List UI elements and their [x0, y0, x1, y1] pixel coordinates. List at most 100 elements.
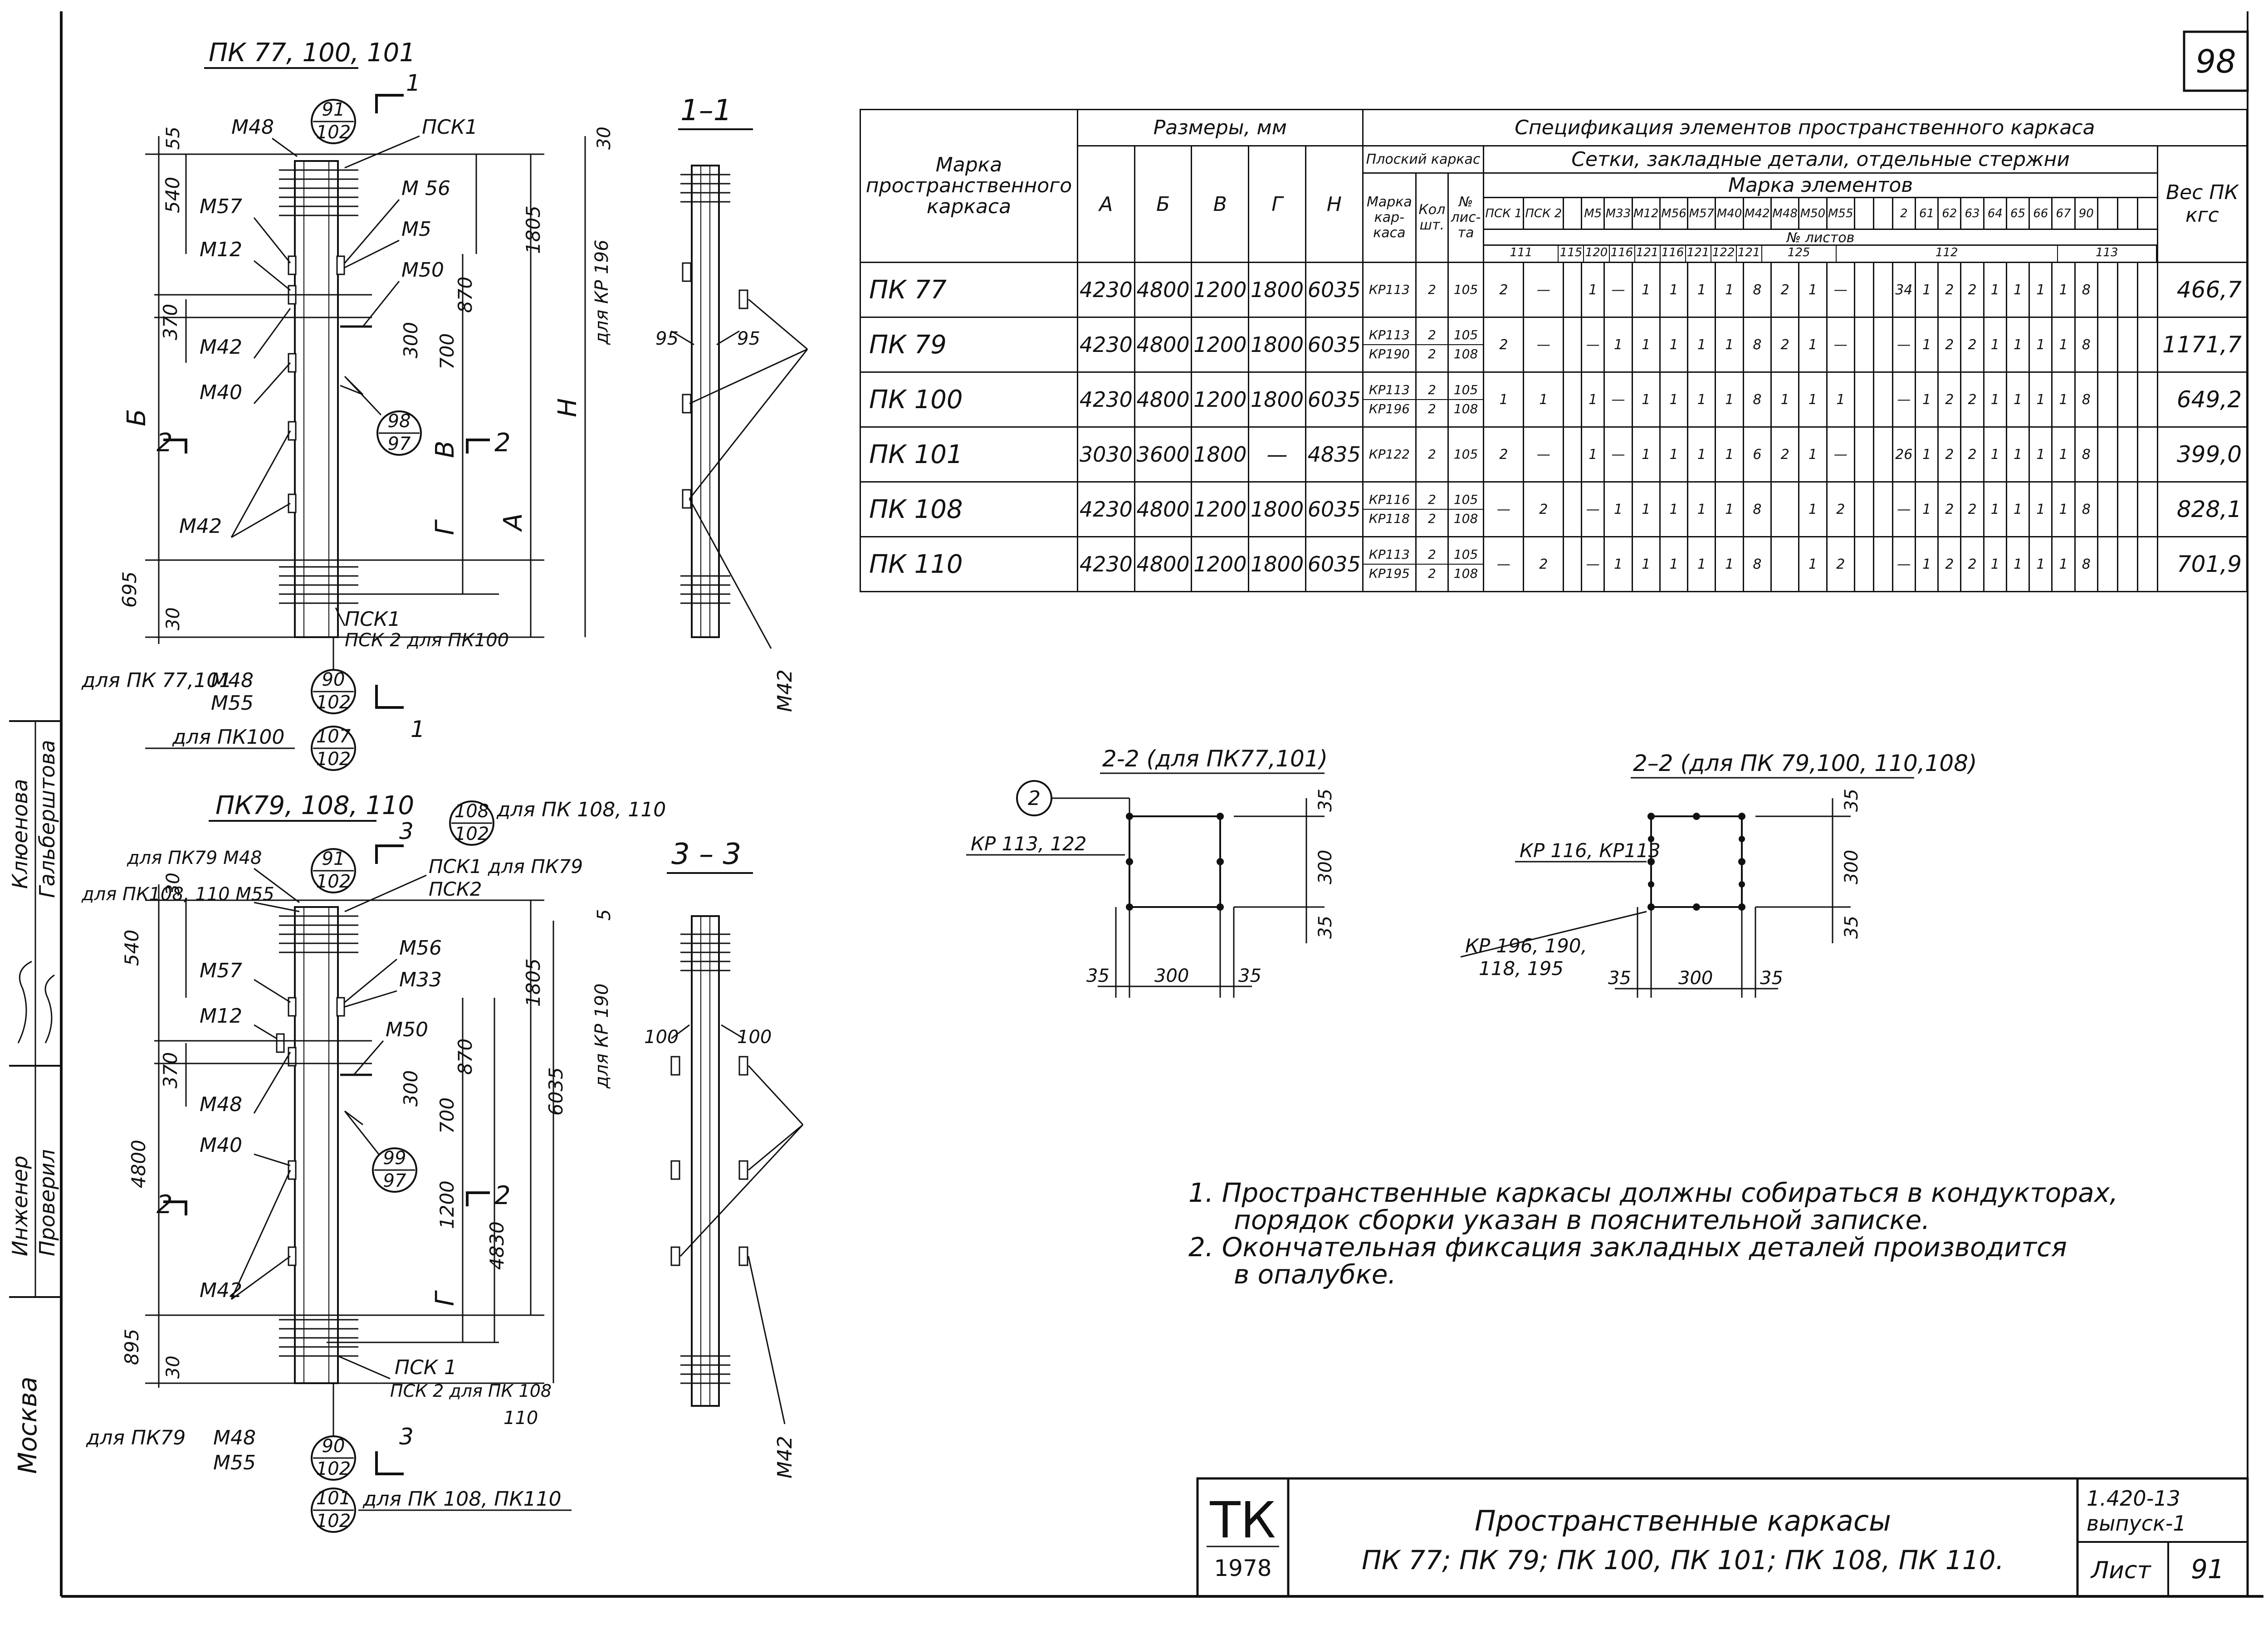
th-sheet-num: 121	[1635, 246, 1661, 261]
th-elem-col: 90	[2074, 197, 2098, 230]
cell-elem: 2	[1937, 536, 1962, 592]
cell-dim-h: 6035	[1305, 481, 1364, 537]
cell-flat-sheet: 105	[1447, 262, 1485, 318]
cell-elem: 1	[1659, 536, 1689, 592]
dim-695: 695	[118, 571, 141, 608]
label-pck1: ПСК1	[422, 116, 478, 139]
cell-flat-qty-line: 2	[1427, 447, 1436, 462]
cell-elem: 1	[1687, 481, 1716, 537]
dim2-300: 300	[400, 1070, 422, 1107]
note-2-line-1: 2. Окончательная фиксация закладных дета…	[1188, 1232, 2067, 1263]
cell-elem	[2136, 481, 2158, 537]
cell-dim-g: 1800	[1248, 371, 1306, 428]
section22a-dim-300-v: 300	[1315, 850, 1336, 884]
cell-weight: 1171,7	[2156, 317, 2248, 373]
label2-m48-b: М48	[213, 1426, 256, 1449]
cell-elem: 8	[1742, 536, 1772, 592]
th-elem-col: М55	[1826, 197, 1855, 230]
th-dim-v: В	[1191, 145, 1250, 263]
cell-weight: 649,2	[2156, 371, 2248, 428]
left-margin-stamp: Инженер Проверил Клюенова Гальберштова М…	[8, 720, 61, 1474]
cell-elem: 1	[1983, 262, 2007, 318]
callout-bottom-a-sheet: 102	[316, 692, 351, 713]
dim-55: 30	[594, 127, 615, 150]
dim-870: 870	[454, 277, 476, 313]
cell-elem	[1563, 371, 1583, 428]
cell-flat-sheet-line: 108	[1449, 344, 1482, 363]
cell-elem: 1	[2005, 426, 2030, 483]
cell-elem: —	[1892, 371, 1916, 428]
th-elem-col: М12	[1631, 197, 1661, 230]
label-m48-b: М48	[211, 669, 254, 692]
column-body-2	[294, 906, 339, 1384]
cut-mark-3-bottom: 3	[399, 1424, 414, 1450]
title-line-2: ПК 77; ПК 79; ПК 100, ПК 101; ПК 108, ПК…	[1362, 1545, 2004, 1575]
th-dim-h: Н	[1305, 145, 1364, 263]
cell-flat-kp-line: КР113	[1369, 382, 1410, 397]
dim-H: Н	[553, 398, 582, 417]
th-elem-col: 66	[2028, 197, 2053, 230]
cell-flat-qty-line: 2	[1417, 564, 1447, 583]
label2-m33: М33	[399, 968, 442, 991]
th-flat-qty: Кол шт.	[1415, 172, 1449, 263]
cell-dim-g: 1800	[1248, 317, 1306, 373]
cell-elem: 1	[2051, 536, 2076, 592]
cell-elem: 1	[1483, 371, 1525, 428]
th-elem-col: ПСК 1	[1483, 197, 1525, 230]
th-elem-col: М5	[1581, 197, 1605, 230]
cell-elem: 1	[1687, 536, 1716, 592]
margin-checked: Проверил	[35, 1149, 59, 1256]
callout-mid-sheet: 97	[388, 434, 411, 454]
cell-elem: 8	[1742, 481, 1772, 537]
signature-2	[44, 974, 55, 1044]
cell-elem	[2097, 371, 2118, 428]
cell-elem	[1872, 262, 1893, 318]
th-sheet-num: 116	[1661, 246, 1686, 261]
cell-elem	[1872, 317, 1893, 373]
cell-elem: —	[1826, 426, 1855, 483]
cell-elem: 1	[1914, 371, 1939, 428]
cell-elem: 1	[1659, 371, 1689, 428]
cell-dim-a: 4230	[1076, 371, 1135, 428]
cell-elem: 1	[1715, 371, 1744, 428]
cell-elem: 1	[1631, 371, 1661, 428]
cell-flat-sheet-line: 105	[1453, 327, 1478, 342]
dim2-895: 895	[121, 1329, 143, 1365]
cell-elem: 2	[1770, 262, 1800, 318]
cell-dim-g: —	[1248, 426, 1306, 483]
cell-dim-b: 3600	[1134, 426, 1193, 483]
cell-elem: 1	[1914, 536, 1939, 592]
spec-table: Марка пространственного каркаса Размеры,…	[860, 109, 2248, 592]
th-weight: Вес ПК кгс	[2156, 145, 2248, 263]
th-elem-col	[2097, 197, 2118, 230]
cell-elem: 1	[2005, 536, 2030, 592]
th-elem-col	[2116, 197, 2138, 230]
label-m55: М55	[211, 692, 254, 715]
cell-elem	[1853, 536, 1874, 592]
callout-99-97	[372, 1147, 417, 1193]
th-mark: Марка пространственного каркаса	[860, 109, 1078, 263]
title-line-1: Пространственные каркасы	[1475, 1504, 1891, 1537]
callout-108-num: 108	[455, 801, 489, 822]
cell-dim-g: 1800	[1248, 481, 1306, 537]
cell-elem: 1	[1581, 262, 1605, 318]
th-flat: Плоский каркас	[1362, 145, 1485, 174]
th-elem-col: 65	[2005, 197, 2030, 230]
label2-m55: М55	[213, 1451, 256, 1474]
cell-elem: —	[1892, 317, 1916, 373]
column-body-1	[294, 160, 339, 638]
section22a-kp: КР 113, 122	[971, 833, 1087, 855]
label-for-77-101: для ПК 77,101	[81, 669, 232, 692]
cell-elem: 1	[1631, 262, 1661, 318]
dim-A: А	[499, 513, 528, 532]
cell-elem: 1	[1631, 426, 1661, 483]
cell-elem: 1	[1659, 426, 1689, 483]
th-elem-col	[1853, 197, 1874, 230]
title-sheet-number: 91	[2191, 1554, 2224, 1585]
cell-elem	[2136, 317, 2158, 373]
section-33-title: 3 – 3	[671, 838, 741, 871]
cell-elem: 1	[1914, 426, 1939, 483]
